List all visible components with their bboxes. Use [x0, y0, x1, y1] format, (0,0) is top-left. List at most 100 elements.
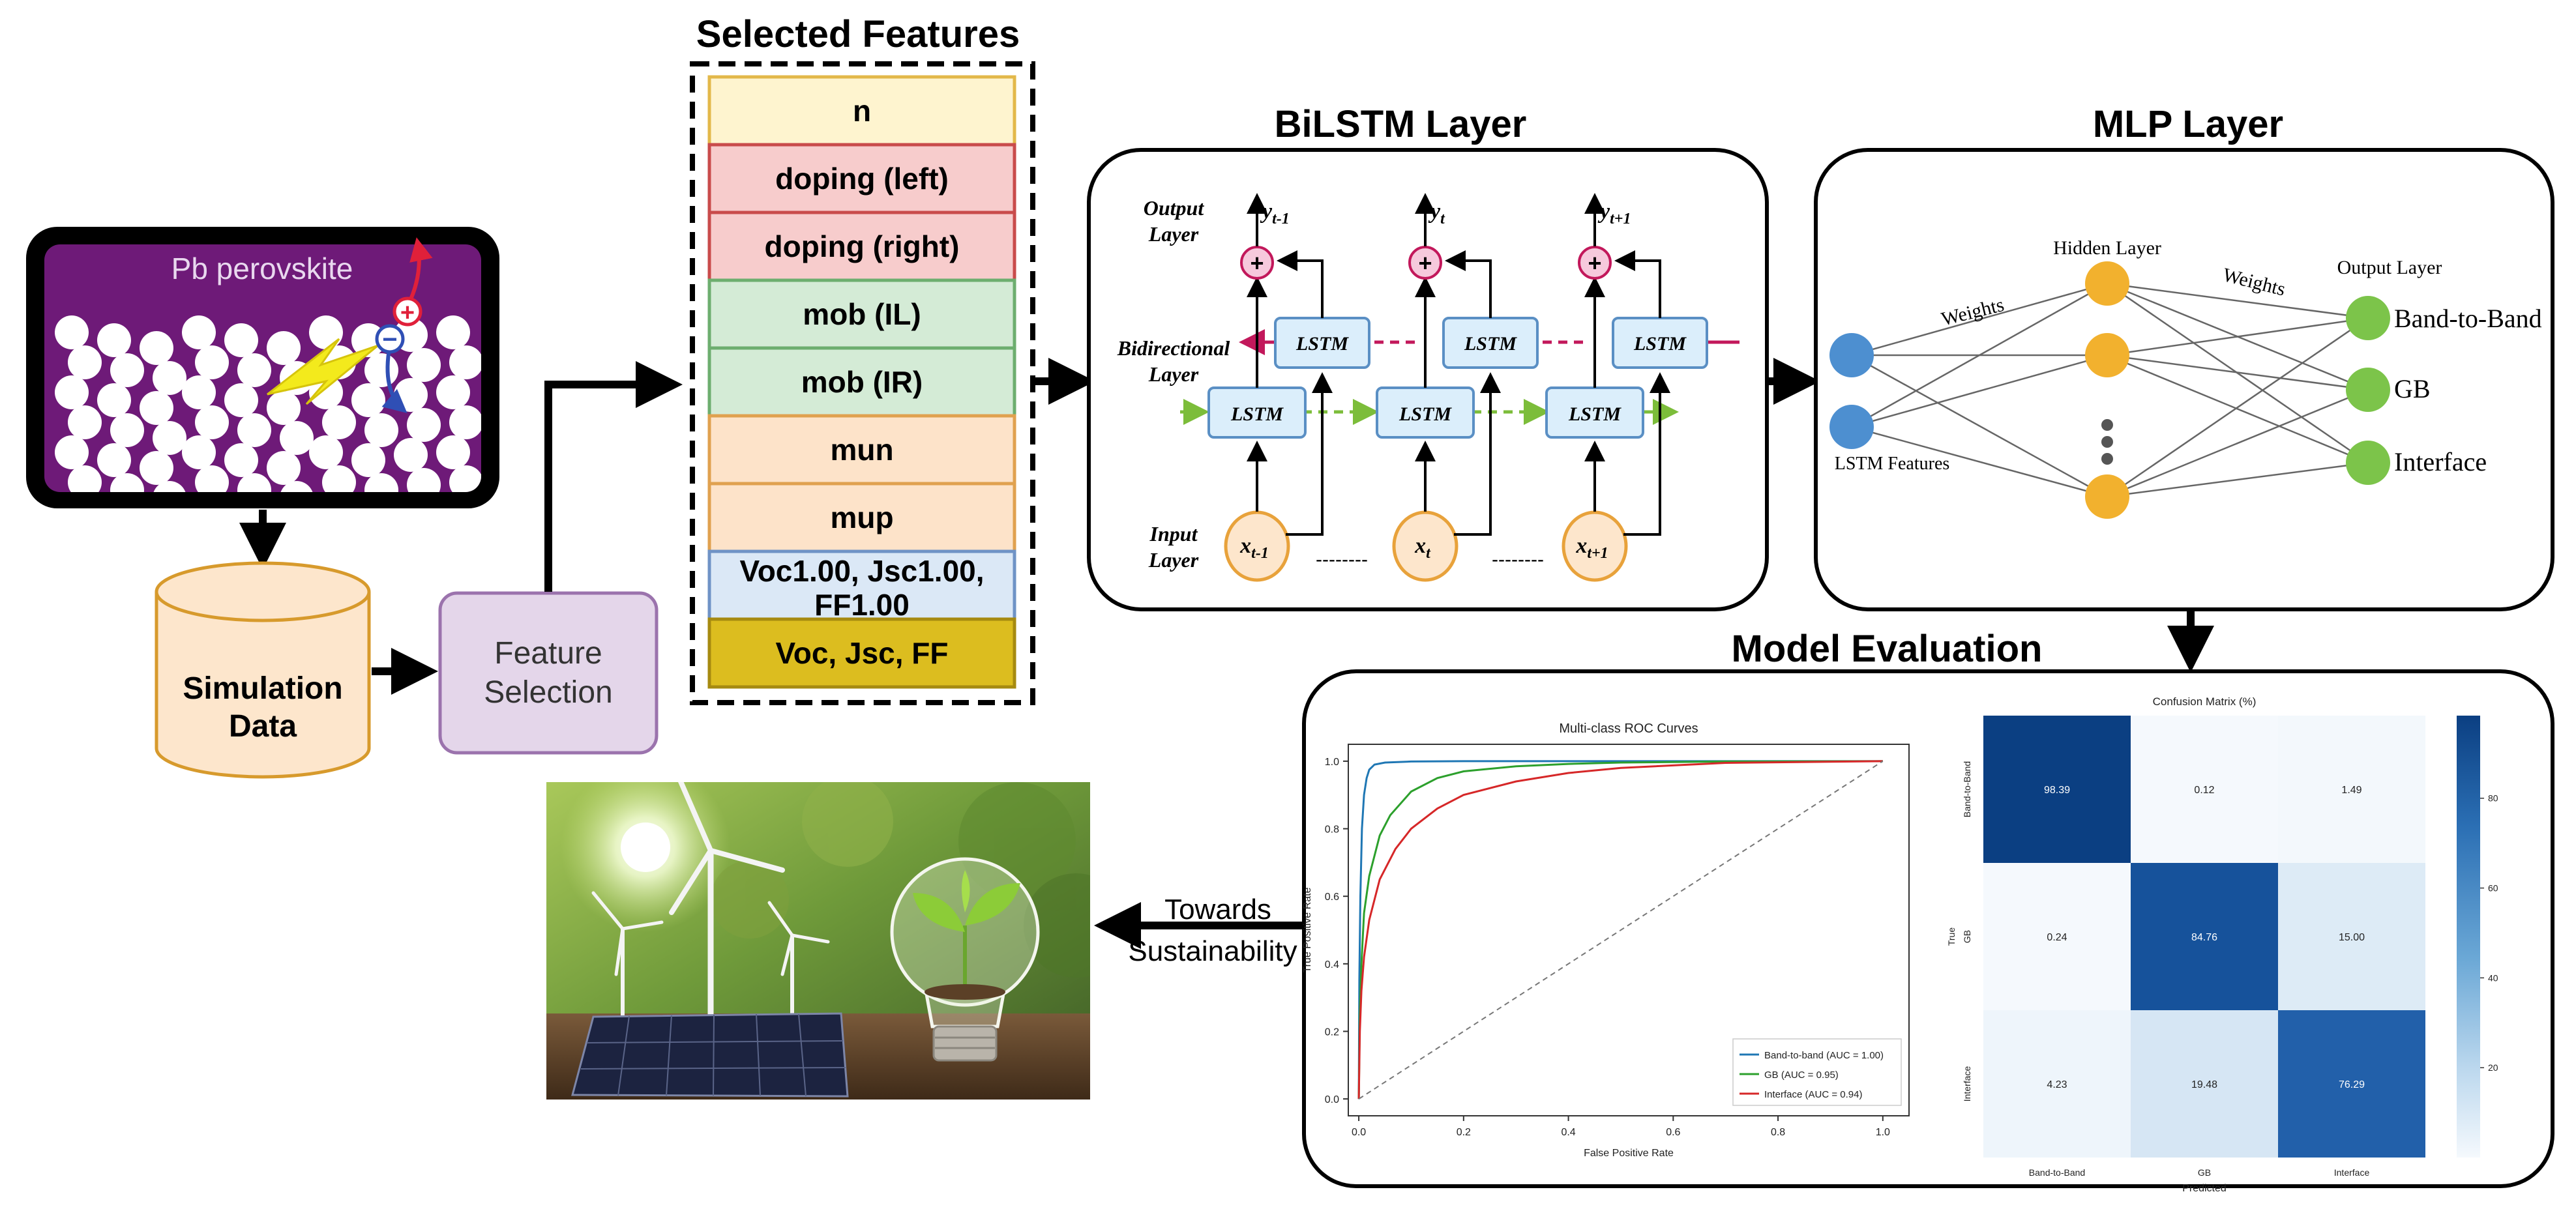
- perovskite-chain-bead: [364, 353, 398, 387]
- feature-label: mup: [830, 501, 893, 534]
- forward-lstm-label: LSTM: [1230, 403, 1284, 425]
- feature-label: n: [853, 94, 871, 128]
- output-band-to-band: Band-to-Band: [2394, 304, 2542, 333]
- cm-cell: [2278, 863, 2425, 1010]
- perovskite-chain-bead: [55, 315, 89, 349]
- feature-box: [707, 482, 1016, 553]
- feature-selection-line1: Feature: [494, 636, 602, 671]
- feature-label: doping (right): [765, 229, 960, 263]
- hidden-output-edge: [2107, 354, 2369, 464]
- feature-box: [707, 617, 1016, 689]
- sum-node-icon: [1578, 246, 1612, 280]
- cm-cell: [2278, 716, 2425, 863]
- simulation-data-cylinder: Simulation Data: [155, 561, 371, 779]
- perovskite-chain-bead: [280, 481, 314, 492]
- bilstm-layer-labels: Output Layer Bidirectional Layer Input L…: [1117, 196, 1230, 572]
- perovskite-chain-bead: [224, 383, 258, 417]
- cm-cell-value: 1.49: [2341, 785, 2361, 796]
- roc-ytick-label: 1.0: [1325, 757, 1339, 768]
- input-dots-2: --------: [1492, 549, 1544, 570]
- roc-xtick-label: 0.0: [1352, 1127, 1366, 1138]
- bilstm-title: BiLSTM Layer: [1275, 103, 1527, 145]
- electron-icon: [375, 324, 405, 354]
- cm-cell-value: 98.39: [2044, 785, 2070, 796]
- perovskite-chain-bead: [140, 391, 173, 425]
- output-layer-label-1: Output: [1144, 196, 1205, 220]
- perovskite-chain-bead: [407, 408, 441, 442]
- perovskite-chain-bead: [110, 353, 144, 387]
- selected-features-title: Selected Features: [696, 13, 1020, 55]
- input-layer-label-1: Input: [1149, 522, 1198, 546]
- cm-cell: [2131, 716, 2278, 863]
- mlp-labels: Hidden Layer Output Layer Weights Weight…: [1835, 237, 2542, 476]
- cm-title: Confusion Matrix (%): [2153, 695, 2257, 708]
- perovskite-chain-bead: [394, 438, 428, 472]
- roc-ylabel: True Positive Rate: [1302, 887, 1313, 972]
- hole-icon: [392, 297, 422, 327]
- input-to-backward-arrow: [1286, 372, 1333, 536]
- perovskite-chain-bead: [68, 345, 102, 379]
- bilstm-columns: xt-1LSTMLSTM+yt-1xtLSTMLSTM+ytxt+1LSTMLS…: [1207, 193, 1708, 582]
- roc-ytick-label: 0.8: [1325, 824, 1339, 836]
- feature-box: [707, 75, 1016, 147]
- perovskite-chain-bead: [449, 405, 481, 439]
- perovskite-chain-bead: [309, 315, 343, 349]
- cm-ylabel: True: [1946, 927, 1957, 946]
- blurred-foliage: [711, 782, 1090, 978]
- backward-lstm-label: LSTM: [1464, 333, 1517, 355]
- cm-colorbar-label: 20: [2488, 1062, 2498, 1073]
- input-hidden-edge: [1851, 354, 2108, 498]
- sum-symbol: +: [1250, 250, 1264, 276]
- hole-symbol: +: [400, 299, 415, 327]
- backward-to-sum-arrow: [1614, 250, 1661, 318]
- cm-cell: [1983, 1010, 2131, 1158]
- perovskite-chain-bead: [351, 383, 385, 417]
- perovskite-chain-bead: [97, 383, 131, 417]
- cm-cell: [1983, 863, 2131, 1010]
- cm-xtick-label: Band-to-Band: [2029, 1167, 2085, 1178]
- input-hidden-edge: [1851, 426, 2108, 498]
- cm-cell-value: 76.29: [2339, 1079, 2365, 1090]
- mlp-panel: [1814, 148, 2554, 611]
- cm-ytick-label: Band-to-Band: [1962, 761, 1972, 817]
- perovskite-chain-bead: [195, 465, 229, 492]
- perovskite-title: Pb perovskite: [171, 252, 353, 285]
- sustainability-photo: [546, 782, 1090, 1100]
- perovskite-chain-bead: [68, 405, 102, 439]
- perovskite-chain-bead: [436, 315, 470, 349]
- cm-cell: [2278, 1010, 2425, 1158]
- cm-cell-value: 19.48: [2191, 1079, 2217, 1090]
- perovskite-chain-bead: [55, 375, 89, 409]
- roc-xtick-label: 1.0: [1876, 1127, 1890, 1138]
- perovskite-chain-bead: [153, 361, 186, 395]
- hidden-output-edge: [2107, 388, 2369, 498]
- cm-cell-value: 15.00: [2339, 932, 2365, 943]
- perovskite-chain-bead: [182, 315, 216, 349]
- evaluation-title: Model Evaluation: [1732, 628, 2043, 670]
- perovskite-chain-bead: [224, 323, 258, 357]
- feature-box: [707, 211, 1016, 282]
- mlp-connections: [1851, 282, 2369, 498]
- perovskite-chain-bead: [407, 468, 441, 492]
- towards-line2: Sustainability: [1128, 935, 1297, 967]
- input-node: [1392, 510, 1458, 582]
- cm-cell-value: 0.24: [2047, 932, 2067, 943]
- perovskite-chain-bead: [407, 348, 441, 382]
- input-hidden-edge: [1851, 354, 2108, 428]
- mlp-hidden-node: [2085, 474, 2129, 519]
- perovskite-chain-bead: [364, 473, 398, 492]
- roc-xtick-label: 0.8: [1771, 1127, 1785, 1138]
- electron-symbol: −: [382, 325, 397, 354]
- output-layer-label-2: Layer: [1148, 222, 1199, 246]
- cm-colorbar-label: 60: [2488, 883, 2498, 894]
- roc-legend-entry: Interface (AUC = 0.94): [1764, 1089, 1862, 1100]
- perovskite-chain-bead: [267, 391, 301, 425]
- perovskite-chain-bead: [68, 465, 102, 492]
- hidden-output-edge: [2107, 317, 2369, 498]
- input-to-backward-arrow: [1454, 372, 1501, 536]
